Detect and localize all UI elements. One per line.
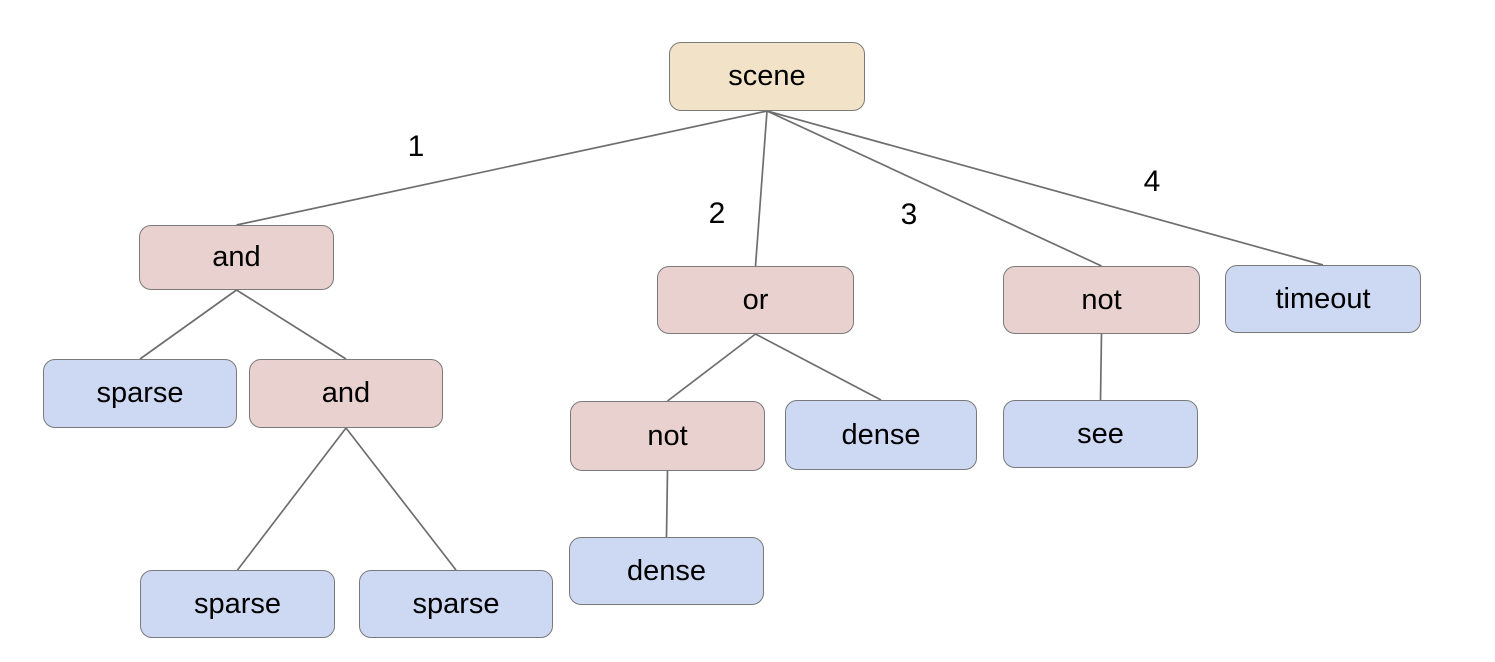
tree-edge-scene-timeout1 — [766, 110, 1324, 266]
tree-node-not1: not — [1003, 266, 1200, 334]
tree-edge-not1-see1 — [1099, 333, 1103, 401]
tree-edge-scene-not1 — [766, 110, 1102, 267]
tree-edge-and2-sparse3 — [345, 427, 457, 571]
tree-edge-scene-and1 — [236, 110, 768, 226]
edge-label-1: 1 — [407, 130, 425, 163]
tree-node-dense2: dense — [569, 537, 764, 605]
tree-edge-and1-sparse1 — [139, 289, 237, 360]
edge-label-4: 4 — [1143, 165, 1161, 198]
tree-node-timeout1: timeout — [1225, 265, 1421, 333]
tree-node-scene: scene — [669, 42, 865, 111]
tree-edge-and1-and2 — [236, 289, 347, 360]
edge-label-2: 2 — [708, 197, 726, 230]
tree-node-sparse3: sparse — [359, 570, 553, 638]
tree-edge-or1-dense1 — [755, 333, 882, 401]
tree-node-dense1: dense — [785, 400, 977, 470]
tree-node-and1: and — [139, 225, 334, 290]
tree-node-see1: see — [1003, 400, 1198, 468]
edge-label-3: 3 — [900, 198, 918, 231]
tree-node-sparse2: sparse — [140, 570, 335, 638]
tree-node-or1: or — [657, 266, 854, 334]
tree-edge-or1-not2 — [666, 333, 757, 402]
tree-edge-and2-sparse2 — [236, 427, 347, 571]
tree-node-and2: and — [249, 359, 443, 428]
tree-node-sparse1: sparse — [43, 359, 237, 428]
tree-edge-not2-dense2 — [665, 470, 669, 538]
tree-node-not2: not — [570, 401, 765, 471]
tree-edge-scene-or1 — [754, 110, 768, 267]
